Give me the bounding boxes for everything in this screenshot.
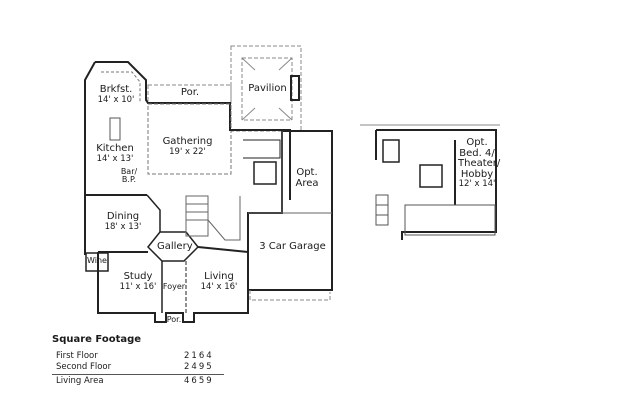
main-stair [185, 195, 241, 241]
room-label-porch-front: Por. [166, 315, 182, 324]
sqft-row-first-floor: First Floor 2164 [56, 351, 214, 361]
room-label-porch-rear: Por. [180, 87, 200, 98]
room-label-bar: Bar/ B.P. [120, 167, 138, 185]
second-floor-plan [360, 124, 500, 240]
room-label-gallery: Gallery [157, 241, 193, 252]
room-label-gathering: Gathering 19' x 22' [162, 136, 213, 157]
room-label-living: Living 14' x 16' [200, 271, 238, 292]
room-label-wine: Wine [87, 256, 107, 265]
square-footage-table: Square Footage First Floor 2164 Second F… [52, 334, 252, 387]
room-label-study: Study 11' x 16' [119, 271, 157, 292]
rear-porch-structure [147, 84, 232, 104]
room-label-opt-area: Opt. Area [295, 167, 319, 189]
sqft-row-living-area: Living Area 4659 [52, 374, 224, 387]
square-footage-title: Square Footage [52, 334, 142, 345]
room-label-kitchen: Kitchen 14' x 13' [96, 143, 134, 164]
room-label-opt-bed4: Opt. Bed. 4/ Theater/ Hobby 12' x 14' [458, 137, 501, 189]
room-label-garage: 3 Car Garage [259, 241, 326, 252]
room-label-brkfst: Brkfst. 14' x 10' [97, 84, 135, 105]
room-label-foyer: Foyer [162, 282, 186, 291]
room-label-pavilion: Pavilion [248, 83, 287, 94]
sqft-row-second-floor: Second Floor 2495 [56, 362, 214, 372]
room-label-dining: Dining 18' x 13' [104, 211, 142, 232]
